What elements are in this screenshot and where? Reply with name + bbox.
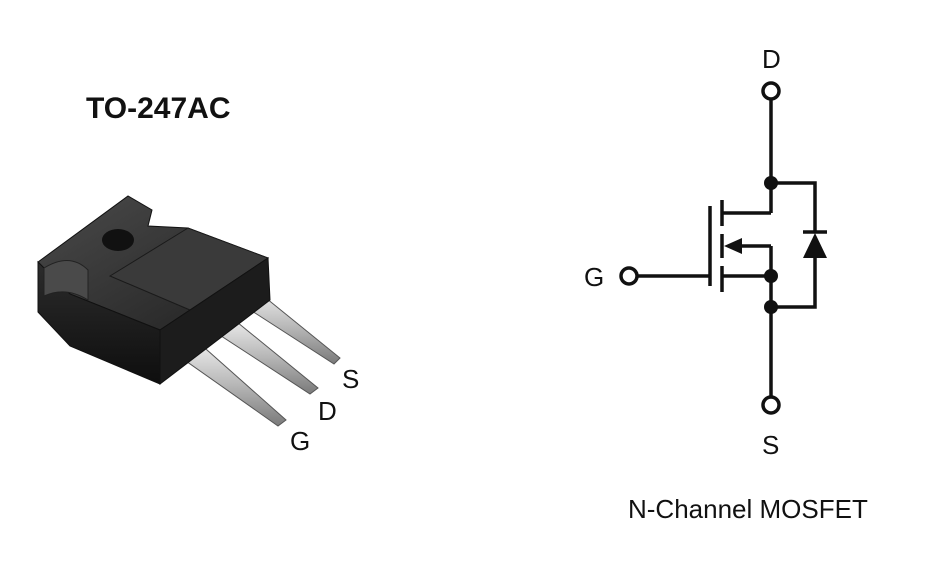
package-title: TO-247AC [86,92,231,125]
diode-wire-top [771,181,817,232]
pin-label-d: D [318,396,337,426]
junction-dot-source-upper [764,269,778,283]
schematic-caption: N-Channel MOSFET [628,494,868,524]
diode-wire-bottom [771,258,817,309]
pin-label-s: S [342,364,360,394]
front-notch [43,260,89,301]
mosfet-schematic-fills [724,176,827,314]
schematic-drain-label: D [762,44,781,74]
to247-package-illustration [37,195,341,427]
package-side-face [159,257,271,386]
junction-dot-drain [764,176,778,190]
schematic-gate-label: G [584,262,605,292]
body-arrow-icon [724,238,742,254]
mosfet-schematic [619,81,827,415]
junction-dot-source-lower [764,300,778,314]
drain-terminal [761,81,781,101]
diode-triangle-icon [803,233,827,258]
mounting-hole [102,229,134,251]
schematic-source-label: S [762,430,780,460]
gate-terminal [619,266,639,286]
pin-label-g: G [290,426,311,456]
source-terminal [761,395,781,415]
